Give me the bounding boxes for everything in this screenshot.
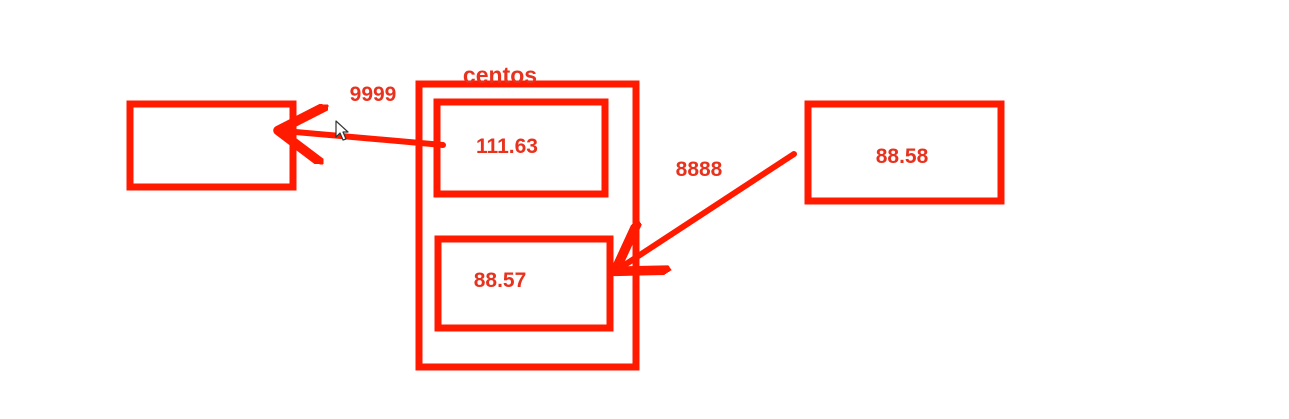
arrow-to-container xyxy=(620,151,797,268)
inner-bottom-box xyxy=(434,235,614,332)
arrow-to-container-label: 8888 xyxy=(676,158,723,181)
arrow-to-left-box xyxy=(284,131,446,145)
inner-top-box xyxy=(433,98,609,198)
arrow-to-left-label: 9999 xyxy=(350,83,397,106)
right-box xyxy=(804,100,1005,205)
mouse-cursor-icon xyxy=(335,120,349,141)
inner-bottom-label: 88.57 xyxy=(474,269,527,292)
left-box xyxy=(126,100,297,191)
container-label: centos xyxy=(463,62,537,88)
right-box-label: 88.58 xyxy=(876,145,929,168)
inner-top-label: 111.63 xyxy=(476,135,538,158)
